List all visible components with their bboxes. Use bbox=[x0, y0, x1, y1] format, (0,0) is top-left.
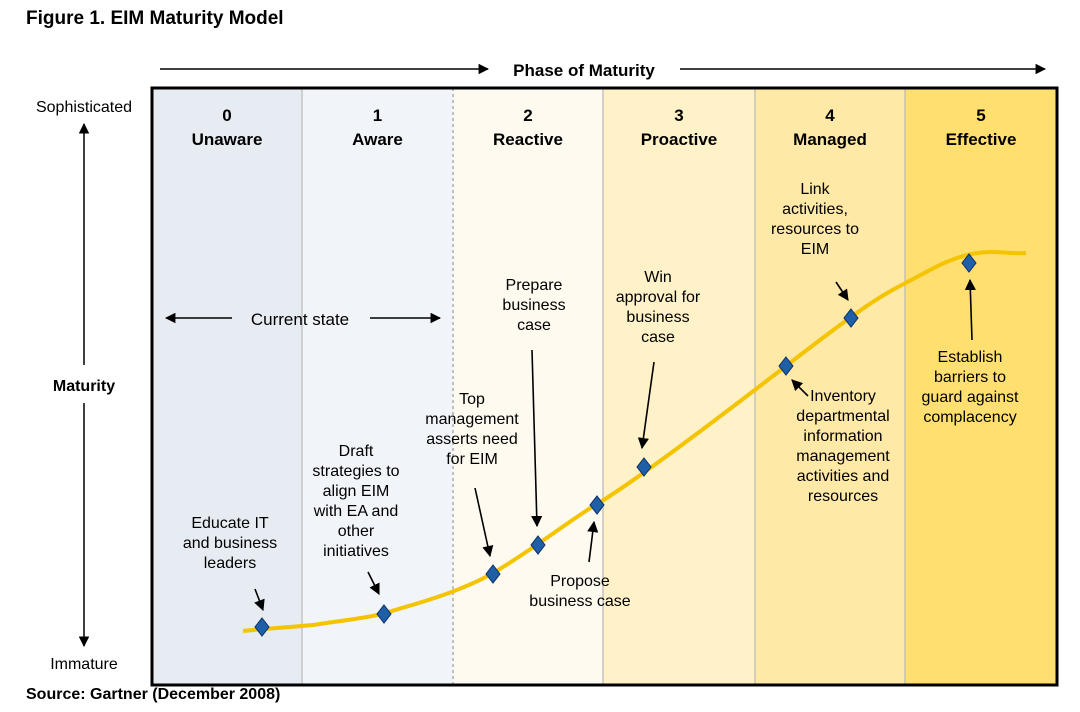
phase-number-0: 0 bbox=[222, 106, 231, 125]
phase-column-4 bbox=[755, 88, 905, 685]
milestone-label-0: leaders bbox=[204, 555, 256, 572]
phase-column-5 bbox=[905, 88, 1057, 685]
milestone-marker-5 bbox=[636, 457, 652, 477]
milestone-arrow-0 bbox=[254, 588, 265, 612]
milestone-label-6: Inventory bbox=[810, 388, 876, 405]
milestone-label-8: Establish bbox=[938, 349, 1003, 366]
milestone-marker-4 bbox=[589, 495, 605, 515]
phase-name-5: Effective bbox=[946, 130, 1017, 149]
milestone-label-0: Educate IT bbox=[191, 515, 269, 532]
phase-number-5: 5 bbox=[976, 106, 985, 125]
milestone-label-7: EIM bbox=[801, 241, 829, 258]
milestone-arrow-1 bbox=[367, 571, 380, 596]
milestone-label-2: for EIM bbox=[446, 451, 498, 468]
phase-name-0: Unaware bbox=[192, 130, 263, 149]
milestone-label-6: management bbox=[796, 448, 890, 465]
milestone-arrow-2 bbox=[474, 487, 494, 558]
milestone-label-8: guard against bbox=[922, 389, 1020, 406]
phase-number-3: 3 bbox=[674, 106, 683, 125]
milestone-marker-0 bbox=[254, 617, 270, 637]
phase-number-4: 4 bbox=[825, 106, 835, 125]
figure-source: Source: Gartner (December 2008) bbox=[26, 686, 281, 703]
phase-name-1: Aware bbox=[352, 130, 403, 149]
milestone-label-5: case bbox=[641, 329, 675, 346]
milestone-label-1: strategies to bbox=[312, 463, 399, 480]
milestone-arrow-7 bbox=[835, 281, 849, 301]
phase-name-3: Proactive bbox=[641, 130, 718, 149]
milestone-label-1: align EIM bbox=[323, 483, 390, 500]
milestone-label-5: Win bbox=[644, 269, 672, 286]
milestone-marker-2 bbox=[485, 564, 501, 584]
phase-column-2 bbox=[453, 88, 603, 685]
milestone-label-7: resources to bbox=[771, 221, 859, 238]
milestone-label-1: initiatives bbox=[323, 543, 389, 560]
milestone-marker-1 bbox=[376, 604, 392, 624]
milestone-arrow-3 bbox=[531, 349, 543, 528]
milestone-label-6: departmental bbox=[796, 408, 889, 425]
milestone-label-2: management bbox=[425, 411, 519, 428]
milestone-label-2: asserts need bbox=[426, 431, 518, 448]
figure-title: Figure 1. EIM Maturity Model bbox=[26, 8, 284, 29]
phase-name-4: Managed bbox=[793, 130, 867, 149]
milestone-label-2: Top bbox=[459, 391, 485, 408]
milestone-label-6: activities and bbox=[797, 468, 890, 485]
phase-column-0 bbox=[152, 88, 302, 685]
milestone-label-7: Link bbox=[800, 181, 830, 198]
milestone-label-1: other bbox=[338, 523, 375, 540]
milestone-label-1: Draft bbox=[339, 443, 374, 460]
current-state-label: Current state bbox=[251, 310, 349, 329]
milestone-label-0: and business bbox=[183, 535, 277, 552]
milestone-arrow-5 bbox=[637, 361, 655, 450]
milestone-label-3: Prepare bbox=[506, 277, 563, 294]
milestone-marker-6 bbox=[778, 356, 794, 376]
milestone-arrow-4 bbox=[587, 520, 599, 563]
milestone-label-4: Propose bbox=[550, 573, 610, 590]
milestone-marker-7 bbox=[843, 308, 859, 328]
phase-number-2: 2 bbox=[523, 106, 532, 125]
y-axis-middle-label: Maturity bbox=[53, 378, 115, 395]
milestone-label-5: approval for bbox=[616, 289, 701, 306]
milestone-label-3: business bbox=[502, 297, 565, 314]
phase-name-2: Reactive bbox=[493, 130, 563, 149]
phase-of-maturity-label: Phase of Maturity bbox=[513, 61, 655, 80]
phase-number-1: 1 bbox=[373, 106, 382, 125]
milestone-label-8: barriers to bbox=[934, 369, 1006, 386]
milestone-label-8: complacency bbox=[923, 409, 1016, 426]
milestone-label-1: with EA and bbox=[313, 503, 399, 520]
milestone-marker-3 bbox=[530, 535, 546, 555]
y-axis-bottom-label: Immature bbox=[50, 656, 118, 673]
milestone-label-6: resources bbox=[808, 488, 878, 505]
milestone-label-4: business case bbox=[529, 593, 630, 610]
phase-column-1 bbox=[302, 88, 453, 685]
milestone-label-5: business bbox=[626, 309, 689, 326]
milestone-label-6: information bbox=[803, 428, 882, 445]
phase-column-3 bbox=[603, 88, 755, 685]
milestone-label-7: activities, bbox=[782, 201, 848, 218]
milestone-arrow-6 bbox=[791, 379, 809, 397]
diagram-frame bbox=[150, 86, 1059, 687]
y-axis-top-label: Sophisticated bbox=[36, 99, 132, 116]
milestone-label-3: case bbox=[517, 317, 551, 334]
milestone-marker-8 bbox=[961, 253, 977, 273]
milestone-arrow-8 bbox=[964, 278, 976, 341]
